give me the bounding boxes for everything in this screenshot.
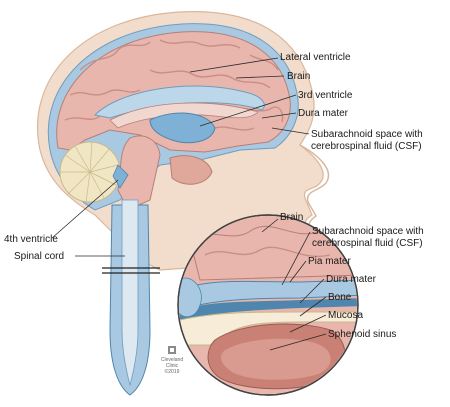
inset-magnified-view (177, 214, 359, 396)
label-subarachnoid-line2: cerebrospinal fluid (CSF) (311, 141, 422, 152)
inset-label-subarachnoid-line1: Subarachnoid space with (312, 226, 424, 237)
section-cut-marks (102, 267, 160, 274)
inset-label-subarachnoid-line2: cerebrospinal fluid (CSF) (312, 238, 423, 249)
label-spinal-cord: Spinal cord (14, 251, 64, 262)
label-brain: Brain (287, 71, 310, 82)
leader-lines (51, 57, 327, 351)
cleveland-clinic-logo: Cleveland Clinic ©2019 (161, 346, 183, 375)
third-ventricle (149, 112, 216, 144)
spinal-cord (121, 199, 139, 387)
inset-label-mucosa: Mucosa (328, 310, 363, 321)
inset-label-brain: Brain (280, 212, 303, 223)
inset-label-dura-mater: Dura mater (326, 274, 377, 285)
label-third-ventricle: 3rd ventricle (298, 90, 353, 101)
inset-label-sphenoid-sinus: Sphenoid sinus (328, 329, 396, 340)
label-fourth-ventricle: 4th ventricle (4, 234, 58, 245)
fourth-ventricle (112, 164, 129, 189)
credit-line2: Clinic (166, 363, 179, 369)
credit-line3: ©2019 (165, 368, 180, 375)
inset-label-bone: Bone (328, 292, 352, 303)
label-subarachnoid-line1: Subarachnoid space with (311, 129, 423, 140)
brain-gyri (64, 39, 284, 131)
label-dura-mater: Dura mater (298, 108, 349, 119)
sphenoid-area (169, 155, 213, 185)
credit-line1: Cleveland (161, 357, 183, 363)
cerebellum-folia (60, 141, 119, 203)
label-lateral-ventricle: Lateral ventricle (280, 52, 351, 63)
inset-label-pia-mater: Pia mater (308, 256, 351, 267)
